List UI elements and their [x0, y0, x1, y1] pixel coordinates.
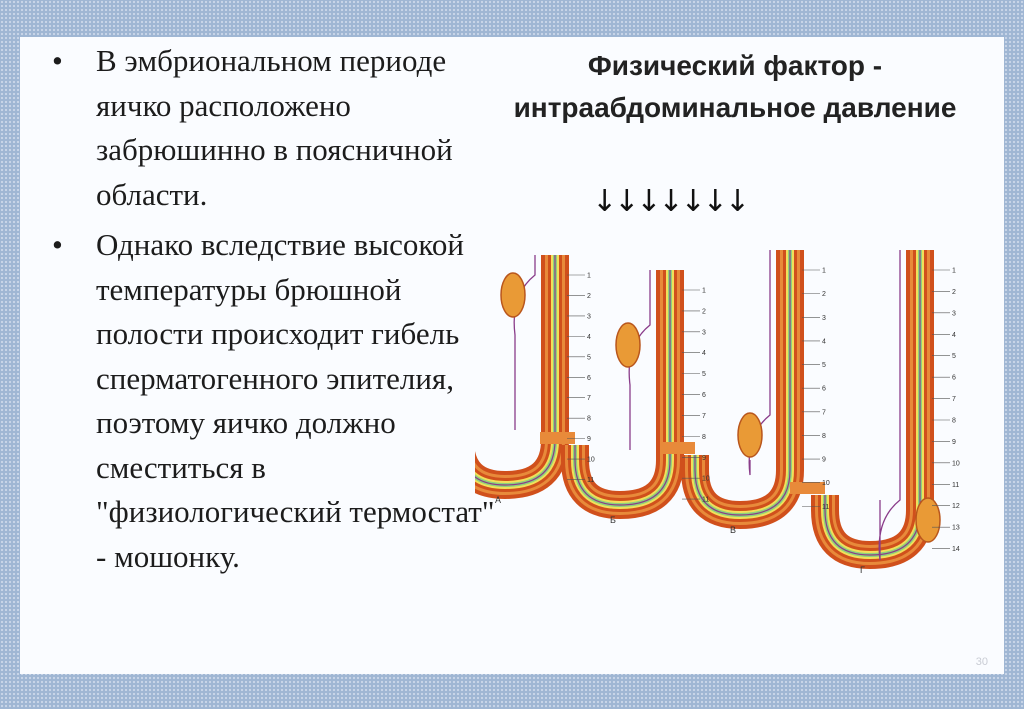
diagram-label: 6 [587, 375, 591, 382]
slide: • В эмбриональном периоде яичко расположе… [20, 37, 1004, 674]
diagram-label: 9 [702, 455, 706, 462]
panel-stage-2 [540, 270, 684, 520]
testis [915, 497, 941, 543]
diagram-label: 11 [952, 482, 959, 489]
diagram-label: 10 [702, 476, 710, 483]
diagram-label: 11 [822, 504, 829, 511]
pressure-arrows: ↓↓↓↓↓↓↓ [592, 184, 750, 219]
bullet-text: Однако вследствие высокой температуры бр… [96, 227, 495, 574]
wall-layer [823, 250, 922, 558]
diagram-label: 11 [702, 497, 709, 504]
diagram-label: 6 [702, 392, 706, 399]
panel-letter: Г [860, 565, 865, 575]
diagram-label: 10 [952, 460, 960, 467]
canal-segment [660, 442, 695, 454]
diagram-label: 5 [587, 354, 591, 361]
slide-heading: Физический фактор - интраабдоминальное д… [513, 50, 957, 123]
bullet-text: В эмбриональном периоде яичко расположен… [96, 43, 453, 212]
panel-stage-1 [475, 255, 569, 500]
diagram-label: 5 [822, 362, 826, 369]
wall-layer [818, 250, 927, 563]
wall-layer [475, 255, 556, 486]
diagram-label: 1 [822, 268, 826, 275]
peritoneum-line [878, 250, 901, 561]
wall-layer [821, 250, 924, 560]
wall-layer [824, 250, 921, 556]
bullet-list: • В эмбриональном периоде яичко расположе… [40, 39, 500, 585]
diagram-label: 2 [822, 291, 826, 298]
diagram-label: 2 [702, 308, 706, 315]
panel-stage-3 [660, 250, 804, 530]
diagram-label: 8 [952, 418, 956, 425]
diagram-label: 3 [952, 310, 956, 317]
diagram-label: 12 [952, 503, 960, 510]
bullet-marker: • [52, 227, 63, 262]
diagram-label: 7 [952, 396, 956, 403]
diagram-label: 4 [952, 332, 956, 339]
diagram-label: 14 [952, 546, 960, 553]
panel-stage-4 [790, 250, 941, 570]
diagram-label: 3 [822, 315, 826, 322]
diagram-label: 7 [822, 409, 826, 416]
diagram-label: 3 [702, 329, 706, 336]
wall-layer [574, 270, 671, 506]
diagram-label: 13 [952, 525, 960, 532]
bullet-item: • В эмбриональном периоде яичко расположе… [40, 39, 500, 217]
page-number: 30 [975, 656, 988, 668]
testis [737, 412, 763, 458]
diagram-label: 9 [952, 439, 956, 446]
diagram-label: 6 [952, 375, 956, 382]
diagram-label: 1 [587, 273, 591, 280]
diagram-label: 2 [587, 293, 591, 300]
diagram-label: 8 [822, 433, 826, 440]
diagram-label: 10 [822, 480, 830, 487]
wall-layer [561, 270, 684, 520]
diagram-label: 5 [952, 353, 956, 360]
panel-letter: Б [610, 515, 616, 525]
canal-segment [540, 432, 575, 444]
testis [615, 322, 641, 368]
diagram-label: 4 [822, 338, 826, 345]
diagram-label: 7 [587, 395, 591, 402]
diagram-label: 3 [587, 313, 591, 320]
diagram-label: 9 [822, 457, 826, 464]
diagram-label: 9 [587, 436, 591, 443]
diagram-label: 4 [587, 334, 591, 341]
testis-descent-diagram: 1234567891011А1234567891011Б123456789101… [475, 250, 960, 575]
wall-layer [694, 250, 791, 516]
diagram-label: 8 [587, 416, 591, 423]
diagram-label: 5 [702, 371, 706, 378]
diagram-label: 8 [702, 434, 706, 441]
diagram-label: 1 [702, 288, 706, 295]
diagram-label: 6 [822, 386, 826, 393]
panel-letter: А [495, 495, 501, 505]
diagram-label: 4 [702, 350, 706, 357]
diagram-label: 1 [952, 268, 956, 275]
diagram-label: 11 [587, 477, 594, 484]
testis [500, 272, 526, 318]
diagram-label: 10 [587, 457, 595, 464]
bullet-marker: • [52, 43, 63, 78]
wall-layer [815, 250, 930, 566]
bullet-item: • Однако вследствие высокой температуры б… [40, 223, 500, 579]
wall-layer [811, 250, 934, 570]
diagram-label: 7 [702, 413, 706, 420]
panel-letter: В [730, 525, 736, 535]
canal-segment [790, 482, 825, 494]
diagram-label: 2 [952, 289, 956, 296]
